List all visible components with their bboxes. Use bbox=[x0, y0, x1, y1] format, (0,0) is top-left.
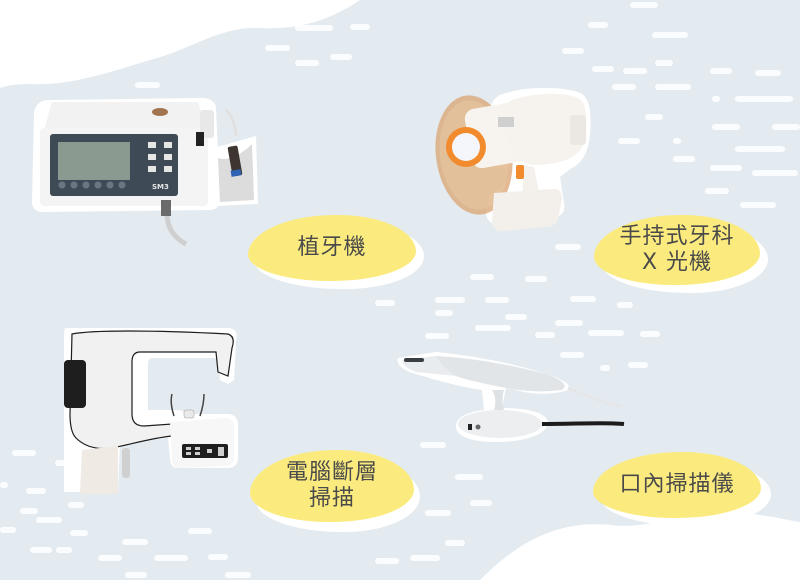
intraoral-scanner-icon bbox=[397, 352, 625, 442]
label-text: 口內掃描儀 bbox=[619, 472, 735, 497]
label-intraoral-scanner: 口內掃描儀 bbox=[593, 452, 773, 528]
handheld-xray-icon bbox=[435, 87, 591, 231]
label-text: 植牙機 bbox=[297, 235, 367, 260]
implant-motor-icon: SM3 bbox=[32, 98, 258, 247]
label-text-line-1: 電腦斷層 bbox=[285, 460, 378, 485]
label-handheld-xray: 手持式牙科 X 光機 bbox=[594, 215, 770, 295]
label-ct-scanner: 電腦斷層 掃描 bbox=[250, 450, 420, 534]
ct-scanner-icon bbox=[64, 328, 238, 494]
label-text-line-2: X 光機 bbox=[641, 250, 713, 275]
svg-text:SM3: SM3 bbox=[152, 183, 169, 191]
label-implant-motor: 植牙機 bbox=[248, 215, 428, 291]
label-text-line-2: 掃描 bbox=[308, 486, 355, 511]
label-text-line-1: 手持式牙科 bbox=[619, 224, 735, 249]
